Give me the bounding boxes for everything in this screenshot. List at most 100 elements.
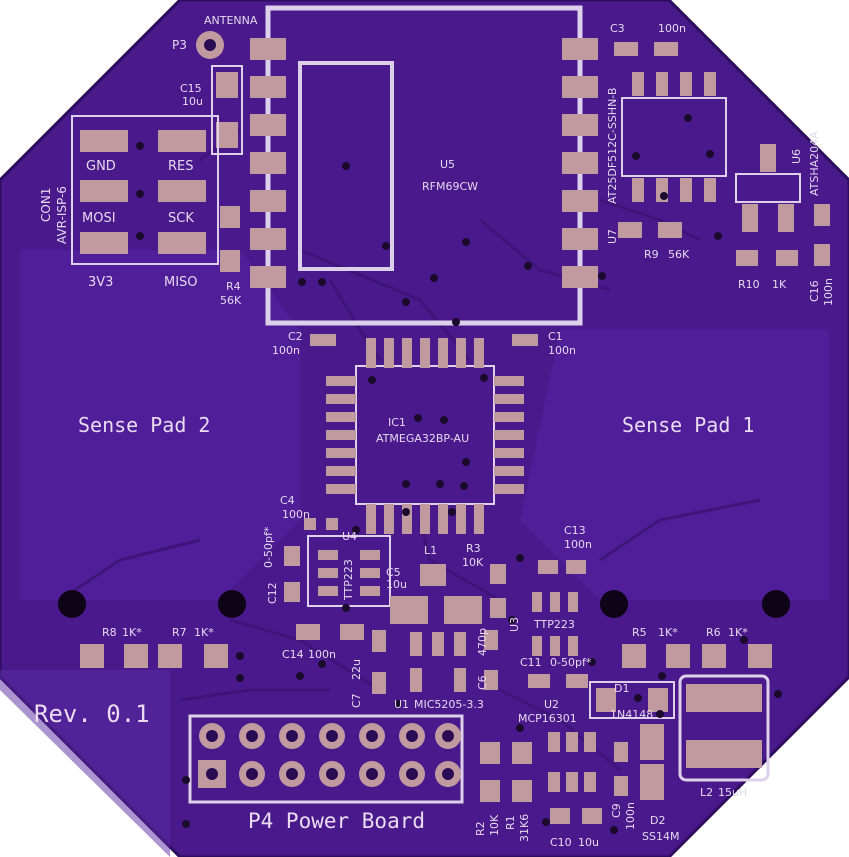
- u6-part: ATSHA204A: [808, 131, 821, 196]
- c7-label: C7: [350, 693, 363, 708]
- avr-isp-header-pads: [80, 130, 206, 254]
- r10-label: R10: [738, 278, 760, 291]
- r4-label: R4: [226, 280, 241, 293]
- sck-label: SCK: [168, 211, 194, 226]
- r1-label: R1: [504, 815, 517, 830]
- miso-label: MISO: [164, 275, 198, 290]
- l2-label: L2: [700, 786, 713, 799]
- r9-value: 56K: [668, 248, 690, 261]
- c4-label: C4: [280, 494, 295, 507]
- con1-label: CON1: [39, 188, 53, 222]
- rfm69-right-pads: [562, 38, 598, 288]
- c12-value: 0-50pf*: [262, 526, 275, 568]
- u5-label: U5: [440, 158, 455, 171]
- c14-label: C14: [282, 648, 304, 661]
- u3-part: TTP223: [533, 618, 575, 631]
- c9-label: C9: [610, 803, 623, 818]
- l2-inductor: [678, 674, 770, 782]
- p4-header-outline: [188, 714, 464, 804]
- u1-label: U1: [394, 698, 409, 711]
- r5-label: R5: [632, 626, 647, 639]
- r2-label: R2: [474, 821, 487, 836]
- c2-label: C2: [288, 330, 303, 343]
- con1-type-label: AVR-ISP-6: [55, 186, 69, 244]
- u2-pads: [548, 732, 596, 792]
- c16-value: 100n: [822, 278, 835, 306]
- c2-value: 100n: [272, 344, 300, 357]
- ic1-label: IC1: [388, 416, 406, 429]
- r8-value: 1K*: [122, 626, 142, 639]
- r5-value: 1K*: [658, 626, 678, 639]
- mosi-label: MOSI: [82, 211, 116, 226]
- u1-part: MIC5205-3.3: [414, 698, 484, 711]
- c4-value: 100n: [282, 508, 310, 521]
- u7-label: U7: [606, 229, 619, 244]
- u4-label: U4: [342, 530, 357, 543]
- sense-pad-1-hole-left: [600, 590, 628, 618]
- c1-label: C1: [548, 330, 563, 343]
- res-label: RES: [168, 159, 194, 174]
- d2-label: D2: [650, 814, 665, 827]
- r6-label: R6: [706, 626, 721, 639]
- c13-label: C13: [564, 524, 586, 537]
- c11-label: C11: [520, 656, 542, 669]
- u5-part: RFM69CW: [422, 180, 478, 193]
- c6-label: C6: [476, 675, 489, 690]
- 3v3-label: 3V3: [88, 275, 113, 290]
- d2-part: SS14M: [642, 830, 679, 843]
- c5-value: 10u: [386, 578, 407, 591]
- c3-value: 100n: [658, 22, 686, 35]
- l1-label: L1: [424, 544, 437, 557]
- c7-value: 22u: [350, 659, 363, 680]
- p3-label: P3: [172, 38, 187, 52]
- c12-label: C12: [266, 582, 279, 604]
- c13-value: 100n: [564, 538, 592, 551]
- c15-label: C15: [180, 82, 202, 95]
- sense-pad-1-label: Sense Pad 1: [622, 413, 754, 437]
- r9-label: R9: [644, 248, 659, 261]
- revision-label: Rev. 0.1: [34, 700, 150, 728]
- u6-crypto-pads: [742, 144, 794, 232]
- atmega-chip: [326, 338, 524, 534]
- r8-label: R8: [102, 626, 117, 639]
- c1-value: 100n: [548, 344, 576, 357]
- sense-resistor-pads: [80, 644, 772, 668]
- r10-value: 1K: [772, 278, 787, 291]
- r2-value: 10K: [488, 814, 501, 836]
- vias: [136, 114, 782, 834]
- sense-pad-2-hole-right: [218, 590, 246, 618]
- silkscreen-labels: ANTENNA P3 C15 10u C3 100n CON1 AVR-ISP-…: [34, 14, 835, 849]
- sense-pad-1-hole-right: [762, 590, 790, 618]
- r3-value: 10K: [462, 556, 484, 569]
- c5-label: C5: [386, 566, 401, 579]
- c14-value: 100n: [308, 648, 336, 661]
- rfm69-left-pads: [250, 38, 286, 288]
- r7-value: 1K*: [194, 626, 214, 639]
- gnd-label: GND: [86, 159, 116, 174]
- u3-pads: [532, 592, 578, 656]
- sense-pad-2-hole-left: [58, 590, 86, 618]
- u2-part: MCP16301: [518, 712, 577, 725]
- r1-value: 31K6: [518, 814, 531, 842]
- c15-value: 10u: [182, 95, 203, 108]
- c6-value: 470p: [476, 628, 489, 656]
- u4-part: TTP223: [342, 559, 355, 601]
- ic1-part: ATMEGA32BP-AU: [376, 432, 469, 445]
- d1-label: D1: [614, 682, 629, 695]
- d1-part: 1N4148: [610, 708, 653, 721]
- sense-pad-2-label: Sense Pad 2: [78, 413, 210, 437]
- u4-pads: [318, 550, 380, 596]
- u7-part: AT25DF512C-SSHN-B: [606, 88, 619, 204]
- c9-value: 100n: [624, 802, 637, 830]
- c11-value: 0-50pf*: [550, 656, 592, 669]
- c16-label: C16: [808, 280, 821, 302]
- rfm69-shield-outline: [298, 61, 394, 271]
- c3-label: C3: [610, 22, 625, 35]
- antenna-label: ANTENNA: [204, 14, 258, 27]
- r7-label: R7: [172, 626, 187, 639]
- l2-value: 15uH: [718, 786, 747, 799]
- r3-label: R3: [466, 542, 481, 555]
- u6-label: U6: [790, 149, 803, 164]
